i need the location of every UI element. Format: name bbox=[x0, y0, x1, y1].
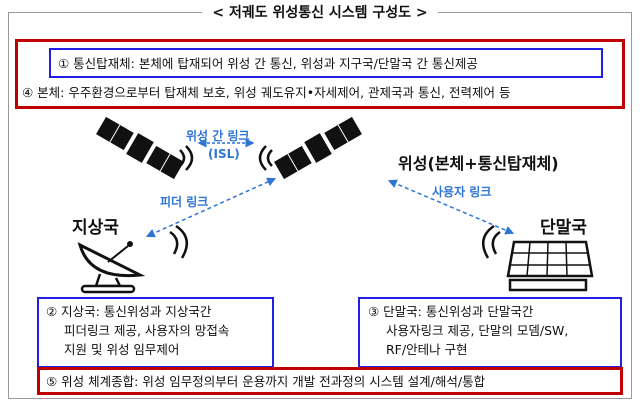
feeder-link-label: 피더 링크 bbox=[160, 195, 209, 209]
terminal-station-label: 단말국 bbox=[540, 218, 587, 238]
feeder-link-arrow bbox=[145, 177, 277, 238]
right-satellite-icon bbox=[274, 116, 362, 180]
payload-box bbox=[49, 48, 603, 78]
isl-abbr-label: (ISL) bbox=[208, 147, 240, 161]
integration-text: ⑤ 위성 체계종합: 위성 임무정의부터 운용까지 개발 전과정의 시스템 설계… bbox=[46, 374, 486, 389]
satellite-box bbox=[15, 39, 625, 109]
satellite-label: 위성(본체+통신탑재체) bbox=[398, 154, 559, 173]
user-link-arrow bbox=[387, 179, 515, 235]
bus-text: ④ 본체: 우주환경으로부터 탑재체 보호, 위성 궤도유지•자세제어, 관제국… bbox=[22, 85, 511, 100]
left-satellite-icon bbox=[96, 116, 184, 180]
diagram-title: < 저궤도 위성통신 시스템 구성도 > bbox=[0, 2, 640, 22]
ground-station-label: 지상국 bbox=[72, 218, 119, 238]
user-link-label: 사용자 링크 bbox=[432, 185, 492, 199]
ground-station-text: ② 지상국: 통신위성과 지상국간 피더링크 제공, 사용자의 망접속 지원 및… bbox=[46, 304, 230, 357]
ground-station-dish-icon bbox=[77, 241, 146, 294]
terminal-solar-panel-icon bbox=[506, 240, 594, 292]
integration-box bbox=[37, 367, 623, 395]
isl-label: 위성 간 링크 bbox=[186, 129, 250, 143]
payload-text: ① 통신탑재체: 본체에 탑재되어 위성 간 통신, 위성과 지구국/단말국 간… bbox=[58, 56, 478, 71]
terminal-station-text: ③ 단말국: 통신위성과 단말국간 사용자링크 제공, 단말의 모뎀/SW, R… bbox=[368, 304, 569, 357]
